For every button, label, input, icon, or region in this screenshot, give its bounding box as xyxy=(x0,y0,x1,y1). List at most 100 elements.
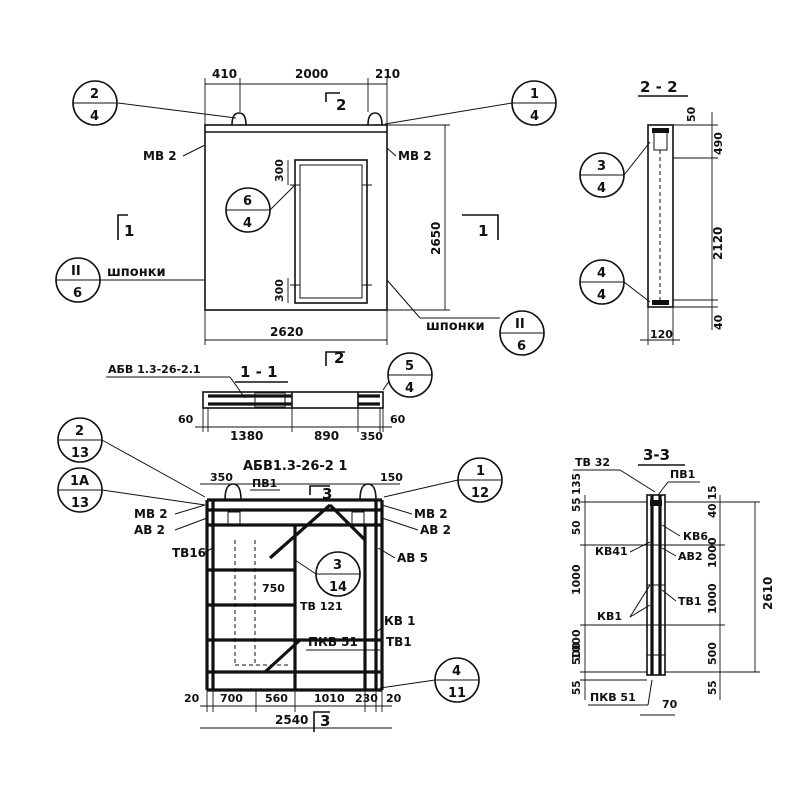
dim-55-bottom-right: 55 xyxy=(707,680,719,695)
dim-560: 560 xyxy=(265,692,288,705)
cut-label-3-bottom: 3 xyxy=(320,712,330,730)
cut-label-2-bottom: 2 xyxy=(334,349,344,367)
dim-350-cage: 350 xyxy=(210,471,233,484)
cut-mark-2-top xyxy=(325,92,340,102)
svg-text:6: 6 xyxy=(243,194,252,209)
cut-mark-1-left xyxy=(117,214,128,240)
svg-text:6: 6 xyxy=(517,339,526,354)
dim-40-s33: 40 xyxy=(707,503,719,518)
svg-text:1A: 1A xyxy=(70,474,89,489)
label-ab2-cage-left: АВ 2 xyxy=(134,523,165,537)
section-1-1: 1 - 1 АБВ 1.3-26-2.1 60 1380 890 350 60 xyxy=(106,363,406,443)
dim-2540: 2540 xyxy=(275,713,308,727)
dim-135: 135 xyxy=(571,473,583,495)
svg-text:3: 3 xyxy=(597,159,606,174)
svg-text:4: 4 xyxy=(243,216,252,231)
label-ab2-cage-right: АВ 2 xyxy=(420,523,451,537)
section-2-2-outline xyxy=(647,124,674,308)
dim-1000-c: 1000 xyxy=(706,537,719,568)
dim-890: 890 xyxy=(314,429,339,443)
svg-text:13: 13 xyxy=(71,496,89,511)
label-abv-1-1: АБВ 1.3-26-2.1 xyxy=(108,363,201,376)
dim-55-bottom-left: 55 xyxy=(571,680,583,695)
svg-text:4: 4 xyxy=(452,664,461,679)
dim-2650: 2650 xyxy=(429,222,443,255)
svg-text:11: 11 xyxy=(448,686,466,701)
section-1-1-outline xyxy=(202,391,384,409)
dim-500-b: 500 xyxy=(706,642,719,665)
panel-outline xyxy=(204,124,388,311)
cut-mark-3-top xyxy=(309,485,330,495)
label-kb1-cage: КВ 1 xyxy=(384,614,415,628)
section-2-2: 2 - 2 50 490 2120 40 120 xyxy=(623,78,725,345)
cut-mark-3-bottom xyxy=(313,711,330,732)
svg-text:5: 5 xyxy=(405,359,414,374)
dim-2620: 2620 xyxy=(270,325,303,339)
cut-mark-2-bottom xyxy=(325,351,345,366)
dim-2000: 2000 xyxy=(295,67,328,81)
svg-text:4: 4 xyxy=(597,266,606,281)
callout-1-4: 1 4 xyxy=(511,80,557,126)
label-mb2-cage-right: МВ 2 xyxy=(414,507,448,521)
label-kb41: КВ41 xyxy=(595,545,628,558)
dim-1380: 1380 xyxy=(230,429,263,443)
dim-20-left: 20 xyxy=(184,692,200,705)
callout-5-4: 5 4 xyxy=(387,352,433,398)
svg-text:14: 14 xyxy=(329,580,347,595)
label-shponki-left: шпонки xyxy=(107,265,166,280)
dim-350: 350 xyxy=(360,430,383,443)
section-3-3-title: 3-3 xyxy=(643,446,670,464)
svg-text:II: II xyxy=(71,264,81,279)
label-pv1-s33: ПВ1 xyxy=(670,468,695,481)
svg-text:4: 4 xyxy=(597,181,606,196)
dim-1000-d: 1000 xyxy=(706,583,719,614)
label-mb2-cage-left: МВ 2 xyxy=(134,507,168,521)
dim-300-lower: 300 xyxy=(273,279,286,302)
dim-1000-a: 1000 xyxy=(570,564,583,595)
label-ab5: АВ 5 xyxy=(397,551,428,565)
callout-ii-6-left: II 6 xyxy=(55,257,101,303)
section-2-2-title: 2 - 2 xyxy=(640,78,678,96)
dim-2120: 2120 xyxy=(711,227,725,260)
cage-title: АБВ1.3-26-2 1 xyxy=(243,459,347,474)
svg-text:12: 12 xyxy=(471,486,489,501)
dim-210: 210 xyxy=(375,67,400,81)
callout-6-4: 6 4 xyxy=(225,187,271,233)
dim-490: 490 xyxy=(712,132,725,155)
svg-text:II: II xyxy=(515,317,525,332)
callout-3-4: 3 4 xyxy=(579,152,625,198)
svg-text:1: 1 xyxy=(476,464,485,479)
dim-20-right: 20 xyxy=(386,692,402,705)
label-pkb51-s33: ПКВ 51 xyxy=(590,691,636,704)
label-tb16: ТВ16 xyxy=(172,546,206,560)
label-pv1-cage: ПВ1 xyxy=(252,477,277,490)
dim-60-left: 60 xyxy=(178,413,194,426)
dim-500-a: 500 xyxy=(570,642,583,665)
cut-label-1-right: 1 xyxy=(478,222,488,240)
callout-1-12: 1 12 xyxy=(457,457,503,503)
cage-loop-left xyxy=(224,483,242,501)
svg-text:4: 4 xyxy=(405,381,414,396)
callout-4-4: 4 4 xyxy=(579,259,625,305)
dim-70: 70 xyxy=(662,698,678,711)
svg-text:4: 4 xyxy=(530,109,539,124)
dim-1010: 1010 xyxy=(314,692,345,705)
section-3-3: 3-3 ТВ 32 ПВ1 50 55 135 1000 1000 55 xyxy=(570,446,775,716)
cut-label-1-left: 1 xyxy=(124,222,134,240)
svg-text:2: 2 xyxy=(90,87,99,102)
callout-ii-6-right: II 6 xyxy=(499,310,545,356)
svg-text:6: 6 xyxy=(73,286,82,301)
lifting-loop-right xyxy=(367,112,383,126)
label-shponki-right: шпонки xyxy=(426,319,485,334)
lifting-loop-left xyxy=(231,112,247,126)
dim-1000-b: 1000 xyxy=(570,629,583,660)
label-kb1-s33: КВ1 xyxy=(597,610,622,623)
callout-3-14: 3 14 xyxy=(315,551,361,597)
door-frame-inner xyxy=(299,164,363,299)
label-mb2-right: МВ 2 xyxy=(398,149,432,163)
svg-text:4: 4 xyxy=(90,109,99,124)
dim-150-cage: 150 xyxy=(380,471,403,484)
cut-label-2-top: 2 xyxy=(336,96,346,114)
